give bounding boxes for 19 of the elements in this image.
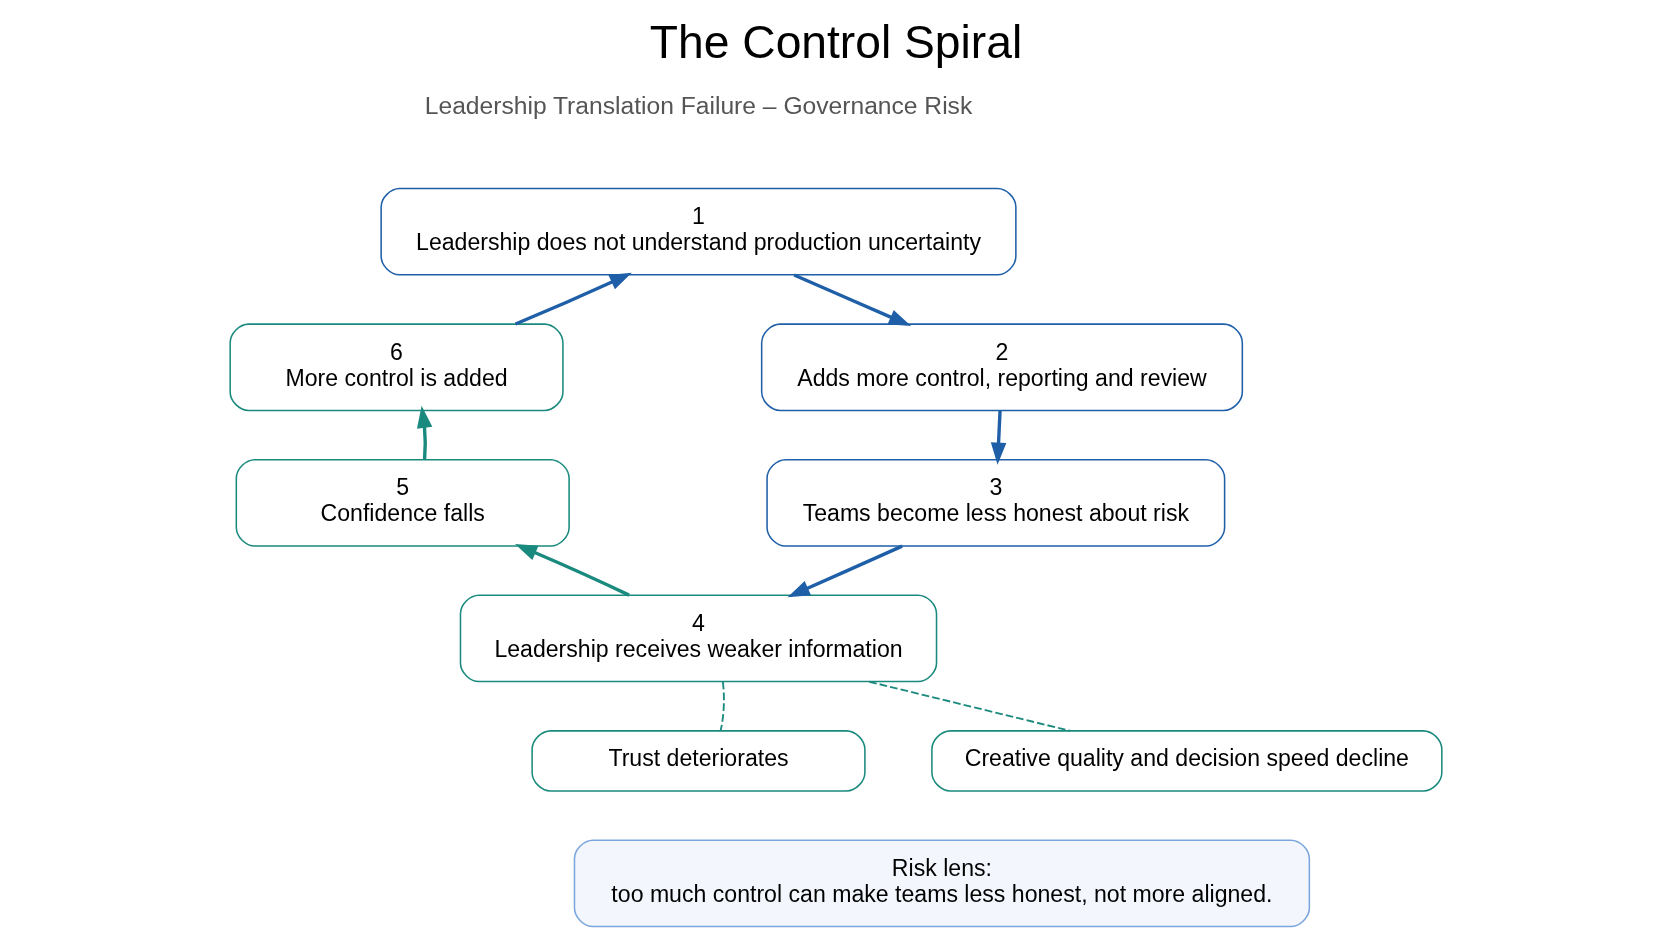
node-box: 3 Teams become less honest about risk xyxy=(766,458,1226,547)
node-box: 4 Leadership receives weaker information xyxy=(459,594,938,683)
arrow xyxy=(514,544,630,597)
label: Leadership Translation Failure – Governance Risk xyxy=(424,92,973,120)
connector xyxy=(868,680,1071,732)
arrow xyxy=(787,544,903,598)
node-box: 6 More control is added xyxy=(229,323,564,412)
node-box: 2 Adds more control, reporting and review xyxy=(760,323,1244,412)
node-box: Creative quality and decision speed decline xyxy=(931,730,1443,792)
arrow xyxy=(416,405,433,460)
arrow xyxy=(990,410,1007,465)
diagram-title: The Control Spiral xyxy=(649,15,1023,68)
node-box: 1 Leadership does not understand production uncertainty xyxy=(380,187,1017,276)
node-box: 5 Confidence falls xyxy=(235,458,570,547)
arrow xyxy=(793,273,912,327)
node-box: Risk lens: too much control can make teams less honest, not more aligned. xyxy=(573,839,1311,928)
connector xyxy=(719,680,725,732)
arrow xyxy=(514,272,632,326)
node-box: Trust deteriorates xyxy=(531,730,866,792)
